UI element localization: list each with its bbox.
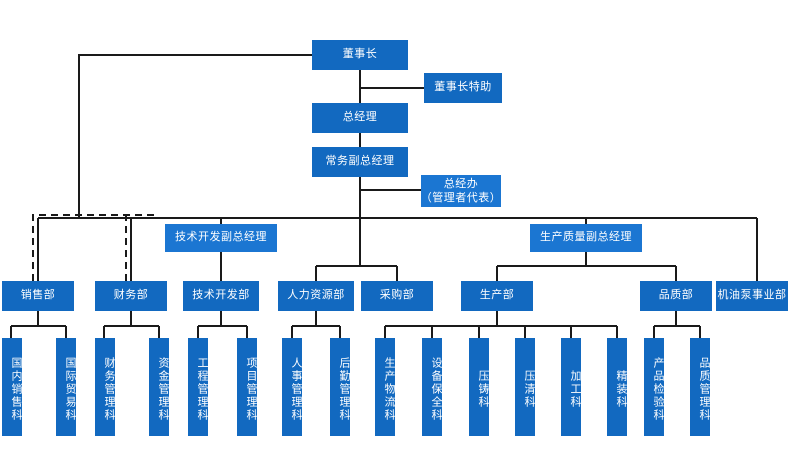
node-section-financial-management[interactable]: 财务管理科 [95, 338, 115, 436]
link-sales-to-sections [10, 311, 67, 338]
node-section-product-inspection[interactable]: 产品检验科 [644, 338, 664, 436]
dashed-reporting-line [32, 214, 155, 281]
node-label: 技术开发副总经理 [175, 231, 267, 244]
node-gm-office[interactable]: 总经办 （管理者代表） [421, 175, 501, 207]
node-label: 精装科 [615, 369, 627, 409]
node-label: 销售部 [20, 289, 56, 302]
node-label: 后勤管理科 [338, 356, 350, 422]
link-prod-deputy-to-depts [496, 252, 677, 281]
node-label: 压铸科 [477, 369, 489, 409]
node-section-logistics-admin[interactable]: 后勤管理科 [330, 338, 350, 436]
node-label: 设备保全科 [430, 356, 442, 422]
node-chairman-assistant[interactable]: 董事长特助 [424, 73, 502, 103]
node-label: 品质管理科 [698, 356, 710, 422]
link-hr-to-sections [291, 311, 341, 338]
node-department-finance[interactable]: 财务部 [95, 281, 167, 311]
node-general-manager[interactable]: 总经理 [312, 103, 408, 133]
node-executive-deputy-gm[interactable]: 常务副总经理 [312, 147, 408, 177]
node-section-international-trade[interactable]: 国际贸易科 [56, 338, 76, 436]
link-quality-to-sections [653, 311, 701, 338]
node-label: 生产质量副总经理 [540, 231, 632, 244]
node-section-fine-assembly[interactable]: 精装科 [607, 338, 627, 436]
node-section-personnel-management[interactable]: 人事管理科 [282, 338, 302, 436]
node-label: 采购部 [379, 289, 415, 302]
node-section-equipment-maintenance[interactable]: 设备保全科 [422, 338, 442, 436]
node-department-quality[interactable]: 品质部 [640, 281, 712, 311]
link-production-to-sections [384, 311, 618, 338]
node-label: 人力资源部 [287, 289, 345, 302]
node-label-line2: （管理者代表） [420, 192, 502, 204]
link-exec-deputy-to-gm-office [359, 177, 421, 191]
node-label: 机油泵事业部 [717, 289, 787, 302]
node-department-hr[interactable]: 人力资源部 [278, 281, 354, 311]
node-section-project-management[interactable]: 项目管理科 [237, 338, 257, 436]
node-label: 压清科 [523, 369, 535, 409]
node-label: 财务部 [113, 289, 149, 302]
node-section-quality-management[interactable]: 品质管理科 [690, 338, 710, 436]
node-label: 产品检验科 [652, 356, 664, 422]
node-label: 董事长特助 [434, 81, 492, 94]
node-chairman[interactable]: 董事长 [312, 40, 408, 70]
node-label: 财务管理科 [103, 356, 115, 422]
node-label: 人事管理科 [290, 356, 302, 422]
link-chairman-to-left-bus [78, 54, 312, 218]
node-label: 加工科 [569, 369, 581, 409]
node-label: 国际贸易科 [64, 356, 76, 422]
node-label: 国内销售科 [10, 356, 22, 422]
node-department-sales[interactable]: 销售部 [2, 281, 74, 311]
node-prod-quality-deputy-gm[interactable]: 生产质量副总经理 [530, 224, 642, 252]
node-label: 生产部 [479, 289, 515, 302]
node-tech-dev-deputy-gm[interactable]: 技术开发副总经理 [165, 224, 277, 252]
node-department-production[interactable]: 生产部 [461, 281, 533, 311]
node-label: 生产物流科 [383, 356, 395, 422]
node-label: 工程管理科 [196, 356, 208, 422]
node-department-oilpump-division[interactable]: 机油泵事业部 [716, 281, 788, 311]
node-section-die-casting[interactable]: 压铸科 [469, 338, 489, 436]
node-section-engineering-management[interactable]: 工程管理科 [188, 338, 208, 436]
node-label: 品质部 [658, 289, 694, 302]
node-section-pressure-cleaning[interactable]: 压清科 [515, 338, 535, 436]
node-label: 资金管理科 [157, 356, 169, 422]
node-label: 总经理 [342, 111, 378, 124]
link-finance-to-sections [103, 311, 160, 338]
link-techdev-to-sections [197, 311, 248, 338]
node-label: 项目管理科 [245, 356, 257, 422]
link-bus-to-hr-purchasing [315, 218, 398, 281]
node-section-production-logistics[interactable]: 生产物流科 [375, 338, 395, 436]
node-label-line1: 总经办 [443, 177, 479, 190]
node-label: 常务副总经理 [325, 155, 395, 168]
node-section-machining[interactable]: 加工科 [561, 338, 581, 436]
link-chairman-to-assistant [359, 70, 424, 89]
node-label: 董事长 [342, 48, 378, 61]
node-department-purchasing[interactable]: 采购部 [361, 281, 433, 311]
node-section-fund-management[interactable]: 资金管理科 [149, 338, 169, 436]
node-department-tech-dev[interactable]: 技术开发部 [183, 281, 259, 311]
node-label: 技术开发部 [192, 289, 250, 302]
node-section-domestic-sales[interactable]: 国内销售科 [2, 338, 22, 436]
